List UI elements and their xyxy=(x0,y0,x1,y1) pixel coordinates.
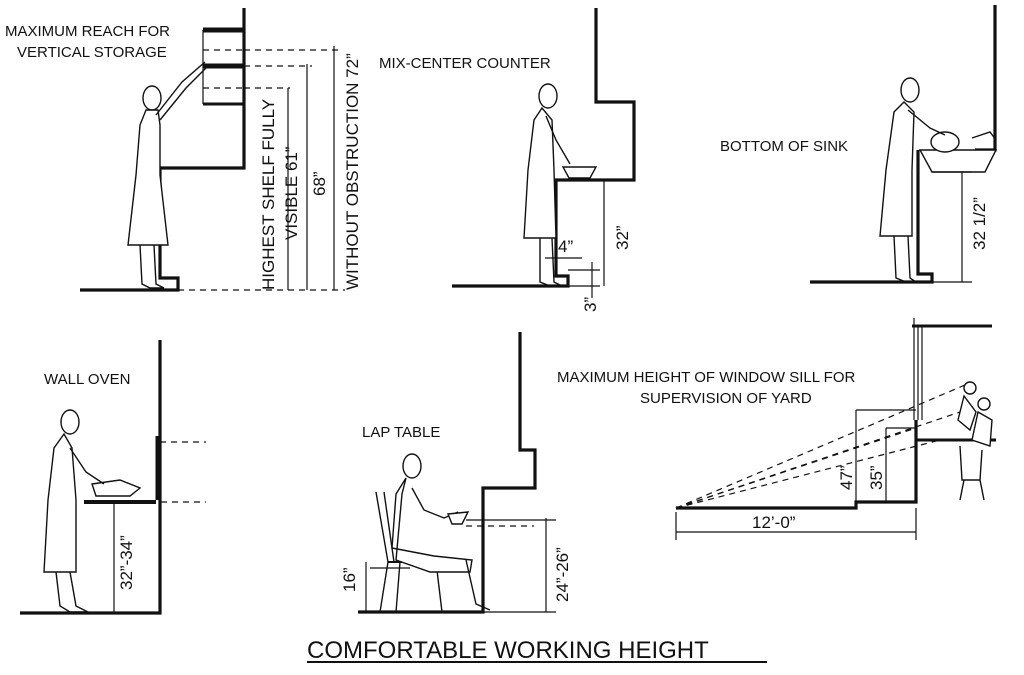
dim-oven: 32”-34” xyxy=(117,535,136,590)
mix-center-label: MIX-CENTER COUNTER xyxy=(379,55,551,72)
counter-profile xyxy=(452,8,636,288)
dim-4: 4” xyxy=(558,237,573,256)
mixing-bowl xyxy=(561,166,598,179)
diagram-title: COMFORTABLE WORKING HEIGHT xyxy=(307,637,709,664)
dim-35: 35” xyxy=(867,465,886,490)
dim-24-26: 24”-26” xyxy=(553,547,572,602)
figure-woman-oven xyxy=(43,409,142,613)
panel-sink: BOTTOM OF SINK 32 1/2” xyxy=(720,5,998,284)
storage-label-line1: MAXIMUM REACH FOR xyxy=(5,23,170,40)
sink-label: BOTTOM OF SINK xyxy=(720,138,848,155)
dim-47: 47” xyxy=(837,465,856,490)
wall-oven-label: WALL OVEN xyxy=(44,371,130,388)
sink-basin xyxy=(918,149,998,173)
figure-woman-reaching xyxy=(127,61,207,289)
dim-12-0: 12’-0” xyxy=(752,513,796,532)
dim-68: 68” xyxy=(310,171,329,196)
faucet xyxy=(971,131,997,141)
shelf-visible-label-line1: HIGHEST SHELF FULLY xyxy=(259,99,278,290)
sink-wall xyxy=(975,5,997,152)
lap-table-label: LAP TABLE xyxy=(362,424,440,441)
figure-woman-sink xyxy=(879,77,960,283)
storage-label-line2: VERTICAL STORAGE xyxy=(17,44,167,61)
panel-window: MAXIMUM HEIGHT OF WINDOW SILL FOR SUPERV… xyxy=(557,318,996,540)
shelf-visible-label-line2: VISIBLE 61” xyxy=(282,146,301,240)
dim-72-obstruction: WITHOUT OBSTRUCTION 72” xyxy=(343,53,362,290)
dim-3: 3” xyxy=(581,297,600,312)
figure-woman-seated xyxy=(391,453,491,611)
figure-woman-counter xyxy=(523,83,571,287)
oven-wall xyxy=(20,340,162,615)
panel-wall-oven: WALL OVEN 32”-34” xyxy=(20,340,206,615)
panel-vertical-storage: MAXIMUM REACH FOR VERTICAL STORAGE HIGHE… xyxy=(5,8,362,292)
figures-seated-window xyxy=(957,381,993,501)
dim-32: 32” xyxy=(613,225,632,250)
dim-sink: 32 1/2” xyxy=(970,197,989,250)
window-label-line1: MAXIMUM HEIGHT OF WINDOW SILL FOR xyxy=(557,369,856,386)
dim-16: 16” xyxy=(340,567,359,592)
panel-mix-center: MIX-CENTER COUNTER 32” 4” 3” xyxy=(379,8,636,312)
window-label-line2: SUPERVISION OF YARD xyxy=(640,390,812,407)
window-wall-ground xyxy=(676,420,918,510)
panel-lap-table: LAP TABLE 16” 24”-26” xyxy=(340,332,572,614)
sink-cabinet-profile xyxy=(810,150,934,284)
